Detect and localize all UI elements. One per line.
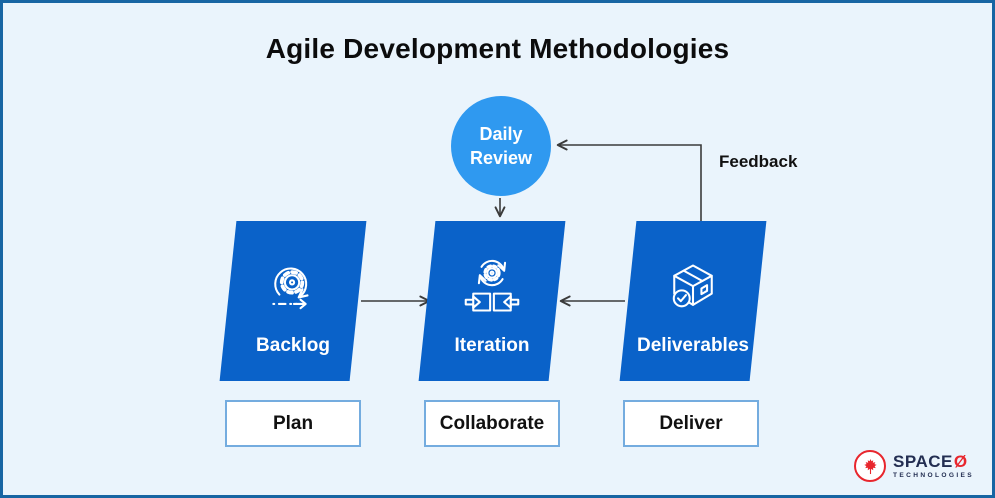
plan-box-label: Plan: [272, 412, 314, 434]
daily-review-label-line2: Review: [469, 148, 533, 168]
stage-label-backlog: Backlog: [256, 335, 330, 356]
daily-review-label-line1: Daily: [479, 123, 523, 144]
gear-sync-puzzle-icon: [464, 259, 520, 312]
daily-review-node: Daily Review: [451, 96, 551, 196]
collaborate-box-label: Collaborate: [439, 412, 545, 434]
logo-brand-text: SPACE: [893, 451, 953, 471]
stage-node-backlog: Backlog: [219, 221, 367, 381]
collaborate-box: Collaborate: [424, 400, 560, 447]
page-title: Agile Development Methodologies: [265, 33, 730, 64]
logo-subtitle-text: TECHNOLOGIES: [893, 471, 974, 479]
maple-leaf-icon: [854, 450, 887, 482]
stage-node-iteration: Iteration: [418, 221, 566, 381]
sprint-cycle-icon: [272, 267, 309, 310]
spaceo-logo: SPACE Ø TECHNOLOGIES: [854, 450, 974, 482]
deliver-box-label: Deliver: [659, 412, 723, 434]
plan-box: Plan: [225, 400, 361, 447]
logo-brand-o: Ø: [953, 451, 968, 471]
package-check-icon: [672, 264, 713, 308]
deliver-box: Deliver: [623, 400, 759, 447]
stage-node-deliverables: Deliverables: [619, 221, 767, 381]
stage-label-iteration: Iteration: [454, 335, 530, 356]
feedback-label: Feedback: [719, 152, 798, 171]
arrow-feedback-line: [556, 139, 702, 221]
stage-label-deliverables: Deliverables: [637, 335, 749, 356]
